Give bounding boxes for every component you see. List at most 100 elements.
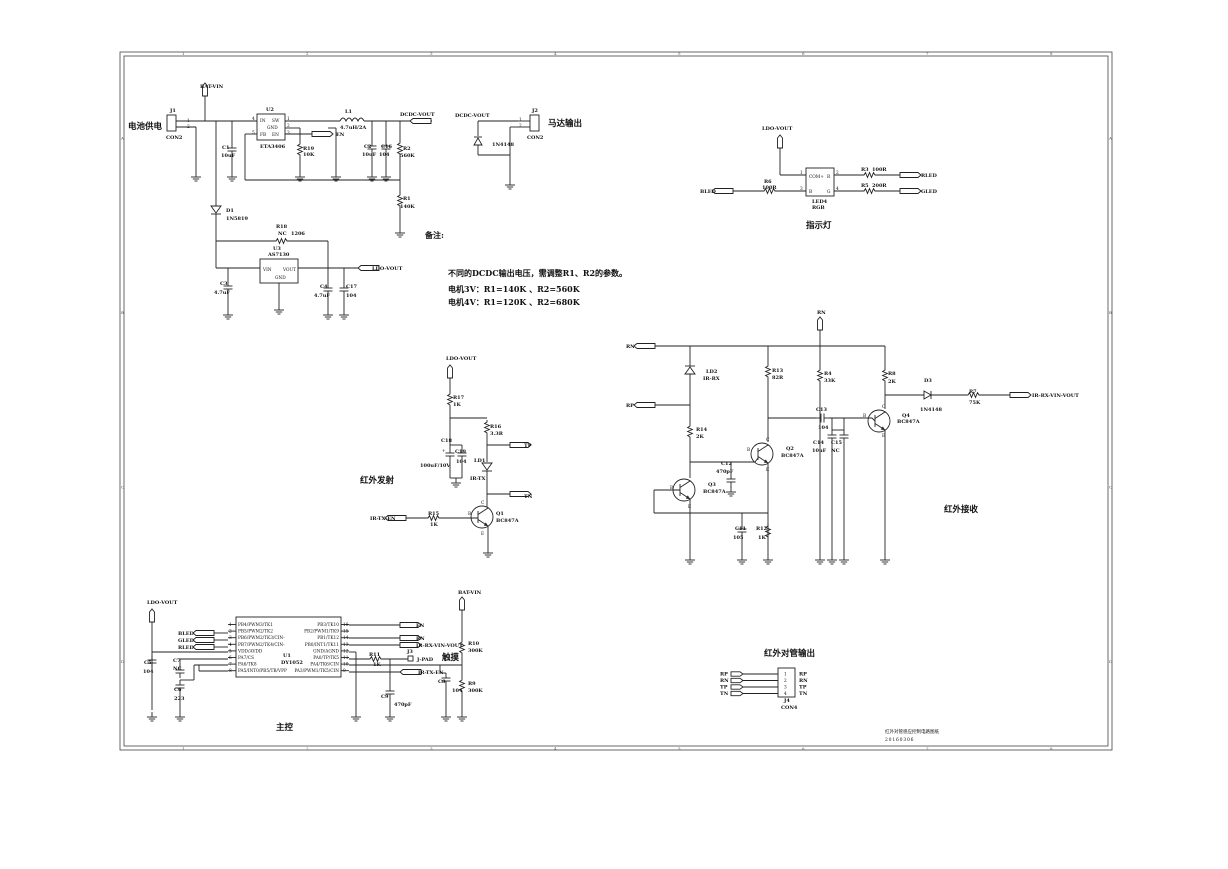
frame-row-label: C: [121, 484, 124, 489]
svg-text:R4: R4: [824, 371, 832, 377]
svg-text:10K: 10K: [303, 152, 315, 158]
svg-text:100R: 100R: [762, 185, 777, 191]
svg-text:1N4148: 1N4148: [492, 142, 514, 148]
j4-port-icon: [730, 684, 744, 690]
svg-text:470pF: 470pF: [716, 469, 734, 475]
svg-text:DY1052: DY1052: [281, 660, 303, 666]
svg-text:SW: SW: [272, 119, 280, 124]
svg-text:DCDC-VOUT: DCDC-VOUT: [455, 113, 490, 119]
svg-text:R1: R1: [403, 196, 411, 202]
svg-text:33K: 33K: [824, 378, 836, 384]
frame-row-label: A: [120, 135, 124, 140]
svg-text:75K: 75K: [969, 400, 981, 406]
svg-text:4: 4: [252, 117, 255, 122]
svg-text:104: 104: [452, 688, 463, 694]
notes-section: 备注: 不同的DCDC输出电压，需调整R1、R2的参数。 电机3V：R1=140…: [424, 230, 627, 307]
motor-label: 马达输出: [548, 118, 582, 129]
svg-text:R3: R3: [861, 167, 869, 173]
svg-text:LD1: LD1: [474, 458, 485, 464]
svg-text:LDO-VOUT: LDO-VOUT: [446, 356, 477, 362]
j4-port-icon: [730, 690, 744, 697]
svg-text:B: B: [468, 512, 471, 517]
svg-text:Q1: Q1: [496, 511, 504, 517]
svg-text:C1: C1: [222, 145, 229, 151]
svg-text:U3: U3: [273, 246, 281, 252]
svg-text:EN: EN: [416, 623, 425, 629]
ir-rx-out-port-icon: [1009, 392, 1032, 398]
u1-pin-name: VDD/AVDD: [237, 649, 263, 654]
j4-right-net: TN: [799, 691, 808, 697]
mcu-bled-port-icon: [192, 630, 215, 636]
svg-text:IR-RX-VIN-VOUT: IR-RX-VIN-VOUT: [1032, 393, 1079, 399]
svg-text:470pF: 470pF: [394, 702, 412, 708]
led4-rgb: [805, 167, 835, 197]
motor-section: DCDC-VOUT 1N4148 J2 CON2 12 马达输出: [455, 108, 582, 190]
q2-transistor: [750, 442, 774, 466]
frame-row-label: D: [121, 659, 124, 664]
frame-col-label: 1: [182, 746, 185, 751]
indicator-section: LDO-VOUT COM+ R B G LED4 RGB 13 24 BLED …: [700, 126, 938, 231]
ldo-port-icon: [777, 134, 783, 149]
svg-text:1: 1: [287, 117, 290, 122]
j4-right-net: RP: [799, 672, 807, 678]
svg-text:VIN: VIN: [262, 268, 272, 273]
u1-pin-name: GND/AGND: [313, 649, 339, 654]
svg-text:C9: C9: [381, 694, 389, 700]
svg-text:VOUT: VOUT: [282, 268, 296, 273]
rled-port-icon: [899, 172, 922, 178]
svg-text:1K: 1K: [453, 402, 461, 408]
svg-text:GND: GND: [275, 276, 286, 281]
power-section: 电池供电 J1 CON2 12 BAT-VIN C1 10uF U2 ETA34…: [128, 82, 435, 320]
svg-text:4: 4: [836, 187, 839, 192]
u1-pin-number: 13: [343, 643, 349, 648]
svg-text:D3: D3: [924, 378, 932, 384]
frame-col-label: 7: [926, 51, 929, 56]
ir-tx-label: 红外发射: [360, 475, 395, 486]
svg-text:R: R: [827, 175, 831, 180]
mcu-ldo-port-icon: [149, 608, 155, 623]
svg-text:4.7uF: 4.7uF: [314, 293, 330, 299]
svg-text:BC847A: BC847A: [703, 489, 726, 495]
title-block-line1: 红外对管感应控制电路图纸: [885, 728, 939, 735]
svg-text:BAT-VIN: BAT-VIN: [458, 590, 482, 596]
svg-text:GND: GND: [267, 126, 278, 131]
svg-text:100R: 100R: [872, 167, 887, 173]
frame-row-label: B: [1109, 310, 1112, 315]
connector-j2: [529, 114, 540, 132]
svg-text:R9: R9: [468, 681, 476, 687]
svg-text:R17: R17: [453, 395, 465, 401]
u1-pin-name: PB4/PWM3/TK1: [238, 623, 273, 628]
connector-j1: [166, 114, 177, 132]
svg-text:1: 1: [800, 171, 803, 176]
svg-text:R14: R14: [696, 427, 708, 433]
frame-row-label: B: [121, 310, 124, 315]
svg-text:104: 104: [456, 459, 467, 465]
j4-pin-number: 1: [784, 673, 787, 678]
svg-text:BAT-VIN: BAT-VIN: [200, 84, 224, 90]
svg-text:IR-TX-EN: IR-TX-EN: [370, 516, 396, 522]
svg-text:R11: R11: [369, 652, 380, 658]
svg-text:300K: 300K: [468, 648, 483, 654]
en-port-icon: [311, 131, 334, 137]
u1-pin-number: 5: [229, 649, 232, 654]
mcu-gled-port-icon: [192, 637, 215, 643]
ic-u2: [256, 113, 286, 141]
frame-col-label: 3: [430, 746, 433, 751]
svg-text:BLED: BLED: [700, 189, 717, 195]
svg-text:RLED: RLED: [921, 173, 937, 179]
svg-text:NC: NC: [831, 448, 840, 454]
svg-text:C15: C15: [831, 440, 842, 446]
notes-line2: 电机3V：R1=140K 、R2=560K: [448, 284, 581, 294]
svg-text:RN: RN: [626, 344, 635, 350]
gled-port-icon: [899, 188, 922, 194]
svg-text:140K: 140K: [400, 204, 415, 210]
u1-pin-number: 8: [229, 669, 232, 674]
svg-text:CON2: CON2: [527, 135, 544, 141]
svg-text:D1: D1: [226, 208, 234, 214]
frame-col-label: 8: [1050, 746, 1053, 751]
svg-text:R13: R13: [772, 368, 784, 374]
u1-pin-name: PB0/INT1/TK11: [305, 643, 340, 648]
frame-row-label: C: [1109, 484, 1112, 489]
svg-text:J3: J3: [406, 649, 413, 655]
ir-tx-section: LDO-VOUT R17 1K R16 3.3R TP C18 + 100uF/…: [360, 356, 533, 558]
